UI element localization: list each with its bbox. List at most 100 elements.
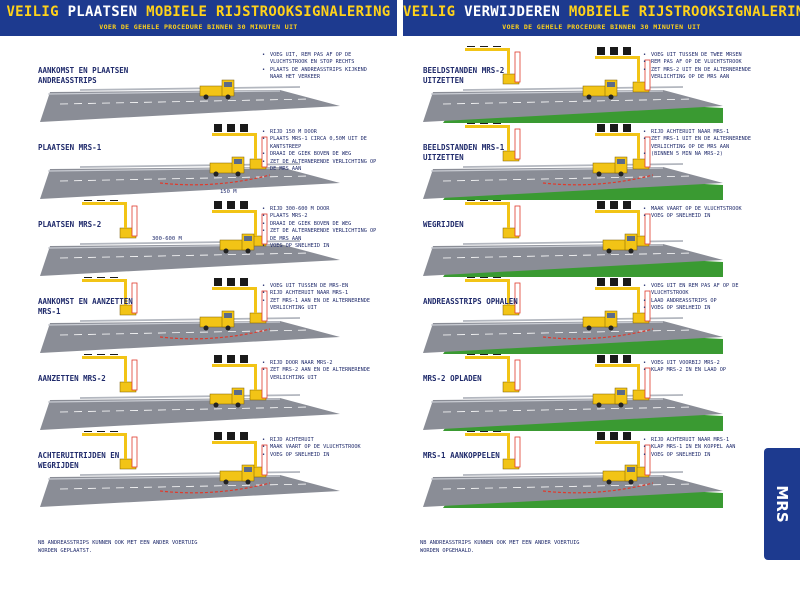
road-strip (423, 394, 723, 431)
mrs-rear (465, 354, 521, 393)
step-illustration (423, 277, 723, 354)
road-strip (423, 240, 723, 277)
truck (582, 310, 618, 331)
step-illustration (40, 277, 340, 353)
step-bullet: VOEG OP SNELHEID IN (643, 305, 763, 313)
step-bullet: VOEG OP SNELHEID IN (262, 452, 382, 460)
left-title-part1: VEILIG (6, 4, 68, 20)
step-bullets: VOEG UIT TUSSEN DE TWEE MRSENREM PAS AF … (643, 52, 763, 82)
truck (219, 464, 255, 485)
truck (582, 79, 618, 100)
procedure-step: MRS-2 OPLADENVOEG UIT VOORBIJ MRS-2KLAP … (403, 354, 800, 431)
step-bullets: VOEG UIT EN REM PAS AF OP DE VLUCHTSTROO… (643, 283, 763, 313)
right-title-part2: VERWIJDEREN (464, 4, 569, 20)
truck (602, 233, 638, 254)
step-illustration (40, 431, 340, 507)
right-title-part3: MOBIELE RIJSTROOKSIGNALERING (568, 4, 800, 20)
step-bullet: RIJD ACHTERUIT NAAR MRS-1 (643, 129, 763, 137)
mrs-front (595, 355, 651, 401)
step-bullet: VOEG UIT EN REM PAS AF OP DE VLUCHTSTROO… (643, 283, 763, 298)
step-illustration (423, 354, 723, 431)
step-bullet: ZET MRS-2 AAN EN DE ALTERNERENDE VERLICH… (262, 367, 382, 382)
mrs-rear (465, 123, 521, 162)
road-strip (423, 86, 723, 123)
mrs-front (595, 47, 651, 93)
route-arrow (159, 174, 271, 186)
step-bullet: (BINNEN 5 MIN NA MRS-2) (643, 151, 763, 159)
right-header-title: VEILIG VERWIJDEREN MOBIELE RIJSTROOKSIGN… (403, 4, 800, 20)
step-title: PLAATSEN MRS-1 (38, 143, 102, 152)
step-title: MRS-1 AANKOPPELEN (423, 451, 500, 460)
left-note: NB ANDREASSTRIPS KUNNEN OOK MET EEN ANDE… (38, 540, 198, 554)
route-arrow (542, 482, 654, 494)
step-title: AANZETTEN MRS-2 (38, 374, 106, 383)
right-title-part1: VEILIG (403, 4, 465, 20)
right-header-subtitle: VOER DE GEHELE PROCEDURE BINNEN 30 MINUT… (502, 23, 701, 31)
step-bullet: RIJD DOOR NAAR MRS-2 (262, 360, 382, 368)
mrs-rear (82, 277, 138, 316)
mrs-front (595, 432, 651, 478)
road-strip (40, 317, 340, 353)
mrs-side-tab-label: MRS (773, 485, 791, 523)
step-bullets: RIJD ACHTERUITMAAK VAART OP DE VLUCHTSTR… (262, 437, 382, 460)
road-strip (423, 471, 723, 508)
step-bullet: VOEG OP SNELHEID IN (643, 213, 763, 221)
procedure-step: AANZETTEN MRS-2 RIJD DOOR NAAR MRS-2ZET M… (0, 354, 397, 431)
step-bullet: RIJD ACHTERUIT NAAR MRS-1 (262, 290, 382, 298)
road-strip (40, 86, 340, 122)
step-title: BEELDSTANDEN MRS-2 UITZETTEN (423, 66, 505, 85)
mrs-rear (465, 431, 521, 470)
left-title-part3: MOBIELE RIJSTROOKSIGNALERING (146, 4, 391, 20)
step-title: PLAATSEN MRS-2 (38, 220, 102, 229)
distance-label: 300-600 M (152, 236, 182, 242)
left-header-subtitle: VOER DE GEHELE PROCEDURE BINNEN 30 MINUT… (99, 23, 298, 31)
step-bullet: VOEG UIT TUSSEN DE MRS-EN (262, 283, 382, 291)
truck (209, 387, 245, 408)
step-bullets: RIJD 300-600 M DOORPLAATS MRS-2DRAAI DE … (262, 206, 382, 251)
step-bullet: VOEG UIT TUSSEN DE TWEE MRSEN (643, 52, 763, 60)
step-bullet: DRAAI DE GIEK BOVEN DE WEG (262, 221, 382, 229)
procedure-step: AANKOMST EN PLAATSEN ANDREASSTRIPSVOEG U… (0, 46, 397, 123)
left-header: VEILIG PLAATSEN MOBIELE RIJSTROOKSIGNALE… (0, 0, 397, 36)
step-bullet: MAAK VAART OP DE VLUCHTSTROOK (262, 444, 382, 452)
right-header: VEILIG VERWIJDEREN MOBIELE RIJSTROOKSIGN… (403, 0, 800, 36)
step-bullet: ZET MRS-1 AAN EN DE ALTERNERENDE VERLICH… (262, 298, 382, 313)
step-illustration (423, 431, 723, 508)
step-bullets: MAAK VAART OP DE VLUCHTSTROOKVOEG OP SNE… (643, 206, 763, 221)
step-bullet: RIJD 150 M DOOR (262, 129, 382, 137)
procedure-step: WEGRIJDENMAAK VAART OP DE VLUCHTSTROOKVO… (403, 200, 800, 277)
step-bullet: ZET DE ALTERNERENDE VERLICHTING OP DE MR… (262, 228, 382, 243)
step-bullet: VOEG OP SNELHEID IN (262, 243, 382, 251)
procedure-step: MRS-1 AANKOPPELEN RIJD ACHTERUIT NAAR MRS… (403, 431, 800, 508)
step-bullets: VOEG UIT, REM PAS AF OP DE VLUCHTSTROOK … (262, 52, 382, 82)
mrs-rear (465, 200, 521, 239)
mrs-front (212, 201, 268, 247)
step-bullet: ZET DE ALTERNERENDE VERLICHTING OP DE MR… (262, 159, 382, 174)
step-bullet: RIJD ACHTERUIT NAAR MRS-1 (643, 437, 763, 445)
step-bullet: REM PAS AF OP DE VLUCHTSTROOK (643, 59, 763, 67)
procedure-step: BEELDSTANDEN MRS-1 UITZETTEN RIJD ACHTERU… (403, 123, 800, 200)
mrs-rear (465, 46, 521, 85)
route-arrow (159, 482, 271, 494)
road-strip (423, 317, 723, 354)
step-title: BEELDSTANDEN MRS-1 UITZETTEN (423, 143, 505, 162)
step-illustration (423, 46, 723, 123)
mrs-side-tab: MRS (764, 448, 800, 560)
step-illustration (40, 79, 340, 122)
truck (219, 233, 255, 254)
road-strip (423, 163, 723, 200)
truck (592, 387, 628, 408)
step-bullet: PLAATS MRS-1 CIRCA 0,50M UIT DE KANTSTRE… (262, 136, 382, 151)
step-title: MRS-2 OPLADEN (423, 374, 482, 383)
step-bullets: RIJD 150 M DOORPLAATS MRS-1 CIRCA 0,50M … (262, 129, 382, 173)
step-bullet: LAAD ANDREASSTRIPS OP (643, 298, 763, 306)
mrs-rear (465, 277, 521, 316)
mrs-rear (82, 431, 138, 470)
left-title-part2: PLAATSEN (67, 4, 147, 20)
route-arrow (159, 328, 271, 340)
step-illustration (423, 123, 723, 200)
step-bullet: KLAP MRS-2 IN EN LAAD OP (643, 367, 763, 375)
route-arrow (542, 328, 654, 340)
step-illustration (40, 354, 340, 430)
